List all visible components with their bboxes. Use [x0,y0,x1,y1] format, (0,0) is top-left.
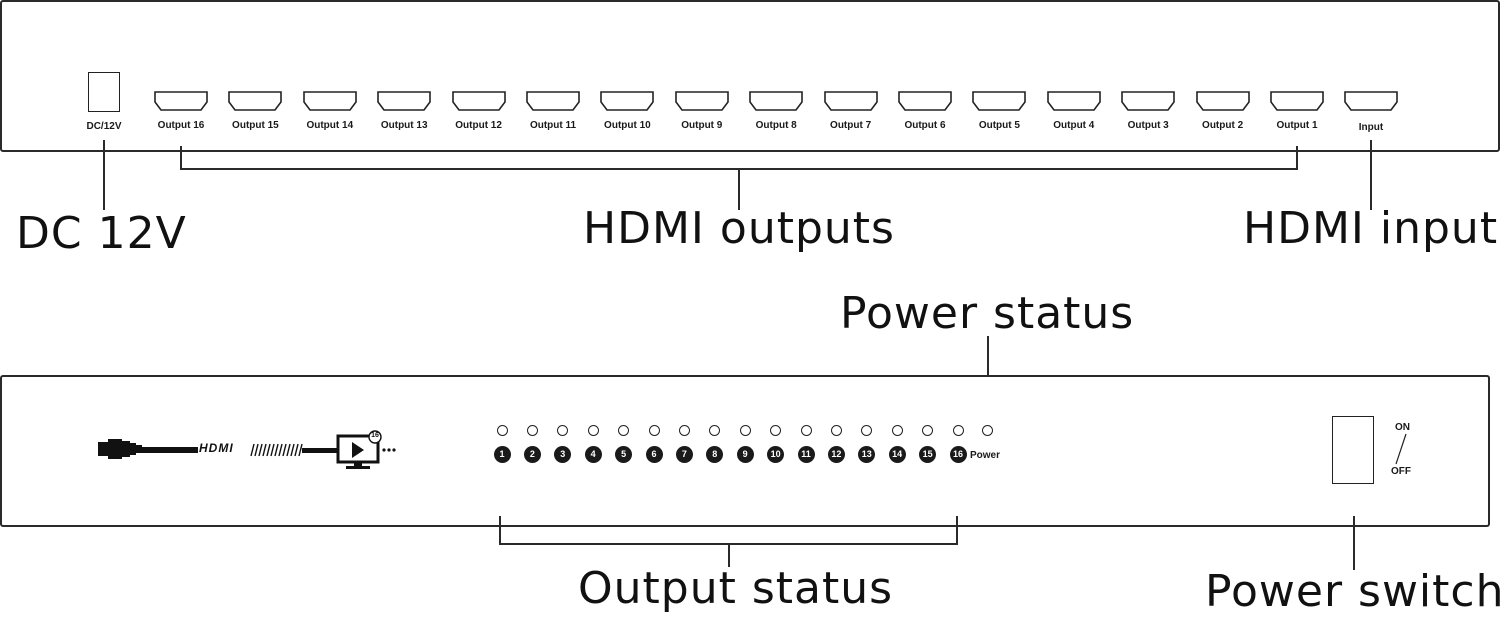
output-led-number: 1 [493,446,511,463]
input-leader-line [1370,140,1372,210]
power-led-label: Power [970,450,1001,461]
dc-jack [88,72,120,112]
output-port-label: Output 5 [978,120,1020,131]
power-switch-leader-line [1353,516,1355,570]
output-led [922,425,934,436]
output-led [770,425,782,436]
output-port-label: Output 1 [1276,120,1318,131]
output-led [739,425,751,436]
output-led-number: 5 [615,446,633,463]
output-led [496,425,508,436]
output-led [861,425,873,436]
hdmi-output-port [823,91,878,111]
hdmi-output-port [526,91,580,111]
hdmi-output-port [972,91,1027,111]
back-panel [0,0,1500,152]
output-port-label: Output 8 [755,120,797,131]
dc-port-label: DC/12V [86,121,122,132]
output-led-number: 11 [797,446,815,463]
hdmi-output-port [154,91,208,111]
output-port-label: Output 16 [157,120,205,131]
output-led-number: 8 [706,446,724,463]
output-port-label: Output 12 [455,120,502,131]
switch-on-label: ON [1395,422,1410,433]
output-led-number: 6 [645,446,663,463]
callout-power-status: Power status [840,288,1135,339]
output-led [952,425,964,436]
outputs-bracket-right [1296,146,1298,170]
output-port-label: Output 7 [830,120,872,131]
output-port-label: Output 13 [380,120,428,131]
output-led-number: 14 [888,446,906,463]
hdmi-logo-text: HDMI [199,441,234,455]
output-led [557,425,569,436]
output-port-label: Output 2 [1202,120,1244,131]
output-status-bracket-right [956,516,958,544]
hdmi-output-port [749,91,803,111]
power-status-leader-line [987,336,989,386]
output-led-number: 9 [736,446,754,463]
switch-divider [1395,433,1407,465]
output-led-number: 4 [584,446,602,463]
hdmi-output-port [377,91,431,111]
callout-power-switch: Power switch [1205,566,1500,617]
callout-hdmi-outputs: HDMI outputs [583,203,895,254]
hdmi-output-port [1195,91,1250,111]
callout-output-status: Output status [578,563,894,614]
output-port-label: Output 14 [306,120,354,131]
outputs-bracket-stem [738,168,740,210]
output-led [800,425,812,436]
output-led-number: 2 [523,446,541,463]
output-led-number: 13 [858,446,876,463]
output-led-number: 15 [919,446,937,463]
output-led-number: 12 [827,446,845,463]
hdmi-output-port [898,91,952,111]
output-port-label: Output 15 [232,120,279,131]
hdmi-output-port [451,91,506,111]
output-status-bracket-stem [728,543,730,567]
switch-off-label: OFF [1391,466,1411,477]
callout-hdmi-input: HDMI input [1243,203,1499,254]
power-led [982,425,993,436]
output-led-number: 10 [767,446,785,463]
input-port-label: Input [1358,122,1384,133]
output-led [648,425,660,436]
hdmi-output-port [228,91,283,111]
output-port-label: Output 6 [904,120,946,131]
hdmi-output-port [1046,91,1101,111]
hdmi-output-port [674,91,729,111]
output-led [709,425,721,436]
hdmi-cable-logo-icon [98,430,396,469]
outputs-bracket-left [180,146,182,170]
hdmi-output-port [1270,91,1324,111]
output-led [678,425,690,436]
output-led [618,425,630,436]
output-led [526,425,538,436]
output-port-label: Output 3 [1127,120,1169,131]
hdmi-input-port [1344,91,1398,111]
output-status-bracket-left [499,516,501,544]
output-port-label: Output 4 [1053,120,1095,131]
hdmi-output-port [600,91,655,111]
power-switch[interactable] [1332,416,1374,484]
callout-dc: DC 12V [16,208,187,259]
hdmi-logo-badge: 16 [371,432,379,439]
output-led-number: 16 [949,446,967,463]
output-led [587,425,599,436]
hdmi-output-port [302,91,357,111]
output-port-label: Output 10 [604,120,651,131]
output-led [830,425,842,436]
output-led-number: 3 [554,446,572,463]
dc-leader-line [103,140,105,210]
output-led [891,425,903,436]
output-led-number: 7 [675,446,693,463]
output-port-label: Output 11 [529,120,577,131]
hdmi-output-port [1121,91,1175,111]
output-port-label: Output 9 [681,120,723,131]
